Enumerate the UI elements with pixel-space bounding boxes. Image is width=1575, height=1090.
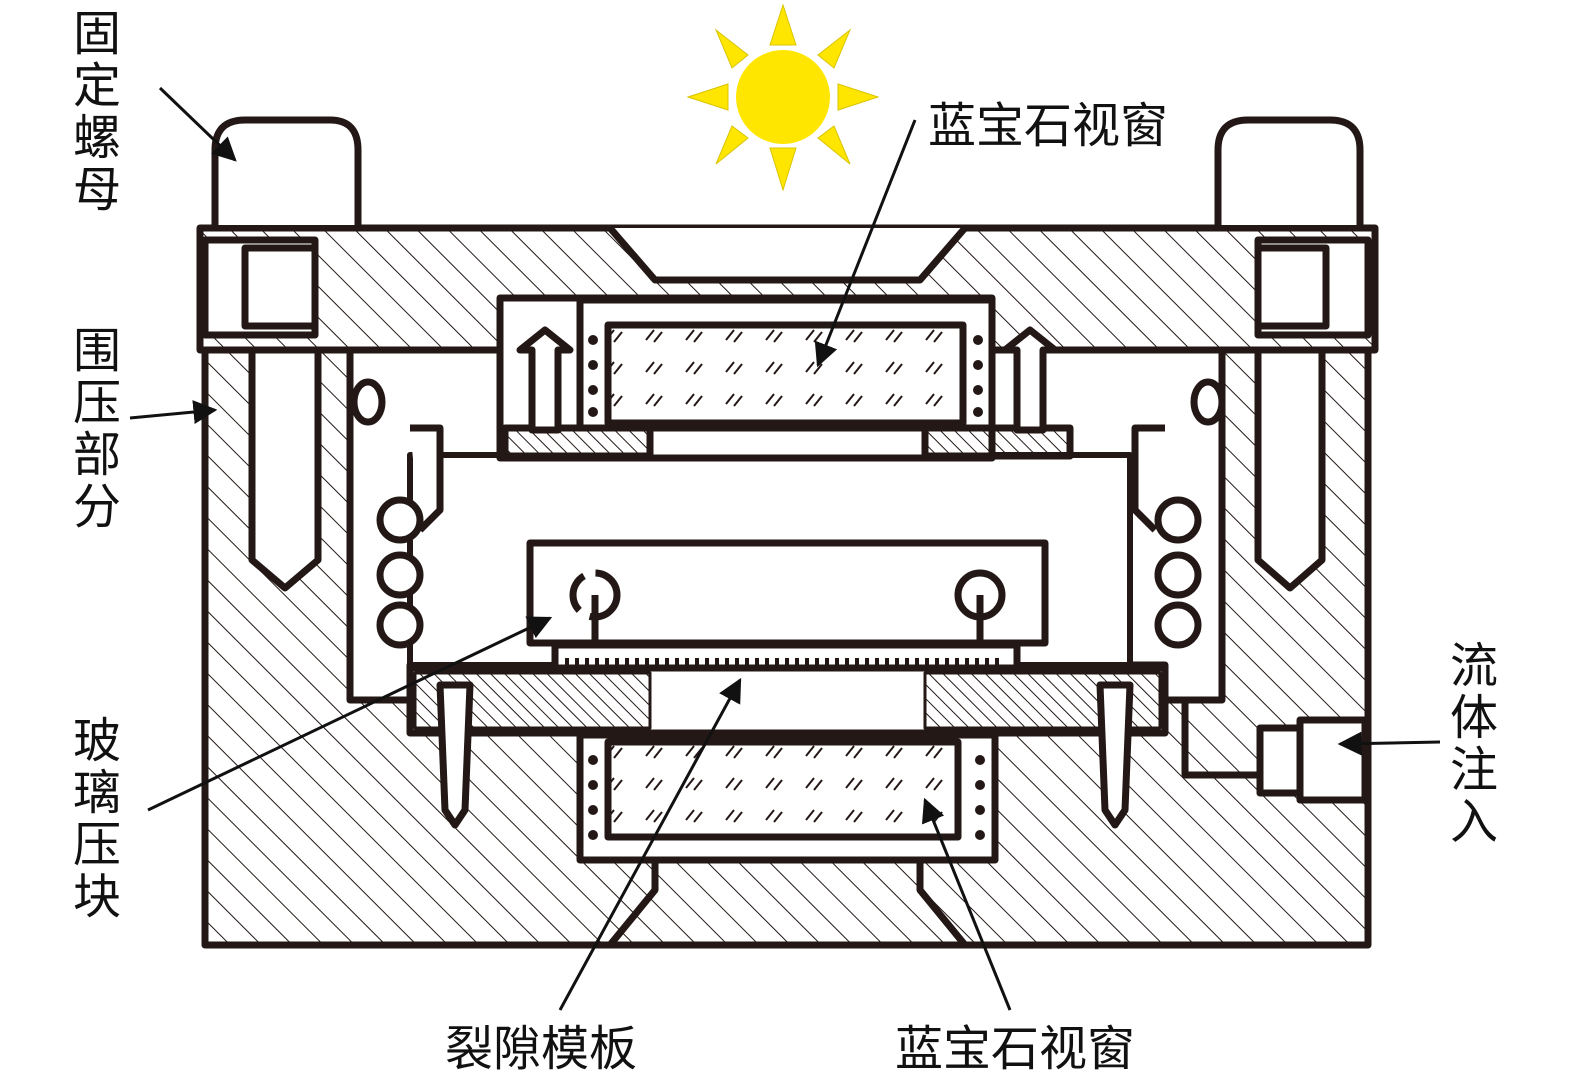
label-sapphire-window-bottom: 蓝宝石视窗 (895, 1021, 1136, 1077)
label-sapphire-window-top: 蓝宝石视窗 (928, 98, 1169, 154)
sun-icon (686, 3, 880, 192)
leader-lines (129, 86, 1441, 1011)
fixing-nut-right (1214, 116, 1364, 225)
label-fixing-nut: 固定螺母 (64, 8, 120, 216)
fixing-nut-left (211, 116, 362, 225)
label-fracture-template: 裂隙模板 (445, 1021, 638, 1077)
sapphire-window-bottom (604, 738, 962, 841)
label-fluid-injection: 流体注入 (1441, 640, 1497, 848)
frame-bolts (588, 335, 985, 840)
label-glass-press-block: 玻璃压块 (64, 715, 120, 923)
lid (196, 224, 1379, 354)
sapphire-window-top (604, 321, 967, 427)
label-confining-part: 围压部分 (64, 325, 120, 533)
